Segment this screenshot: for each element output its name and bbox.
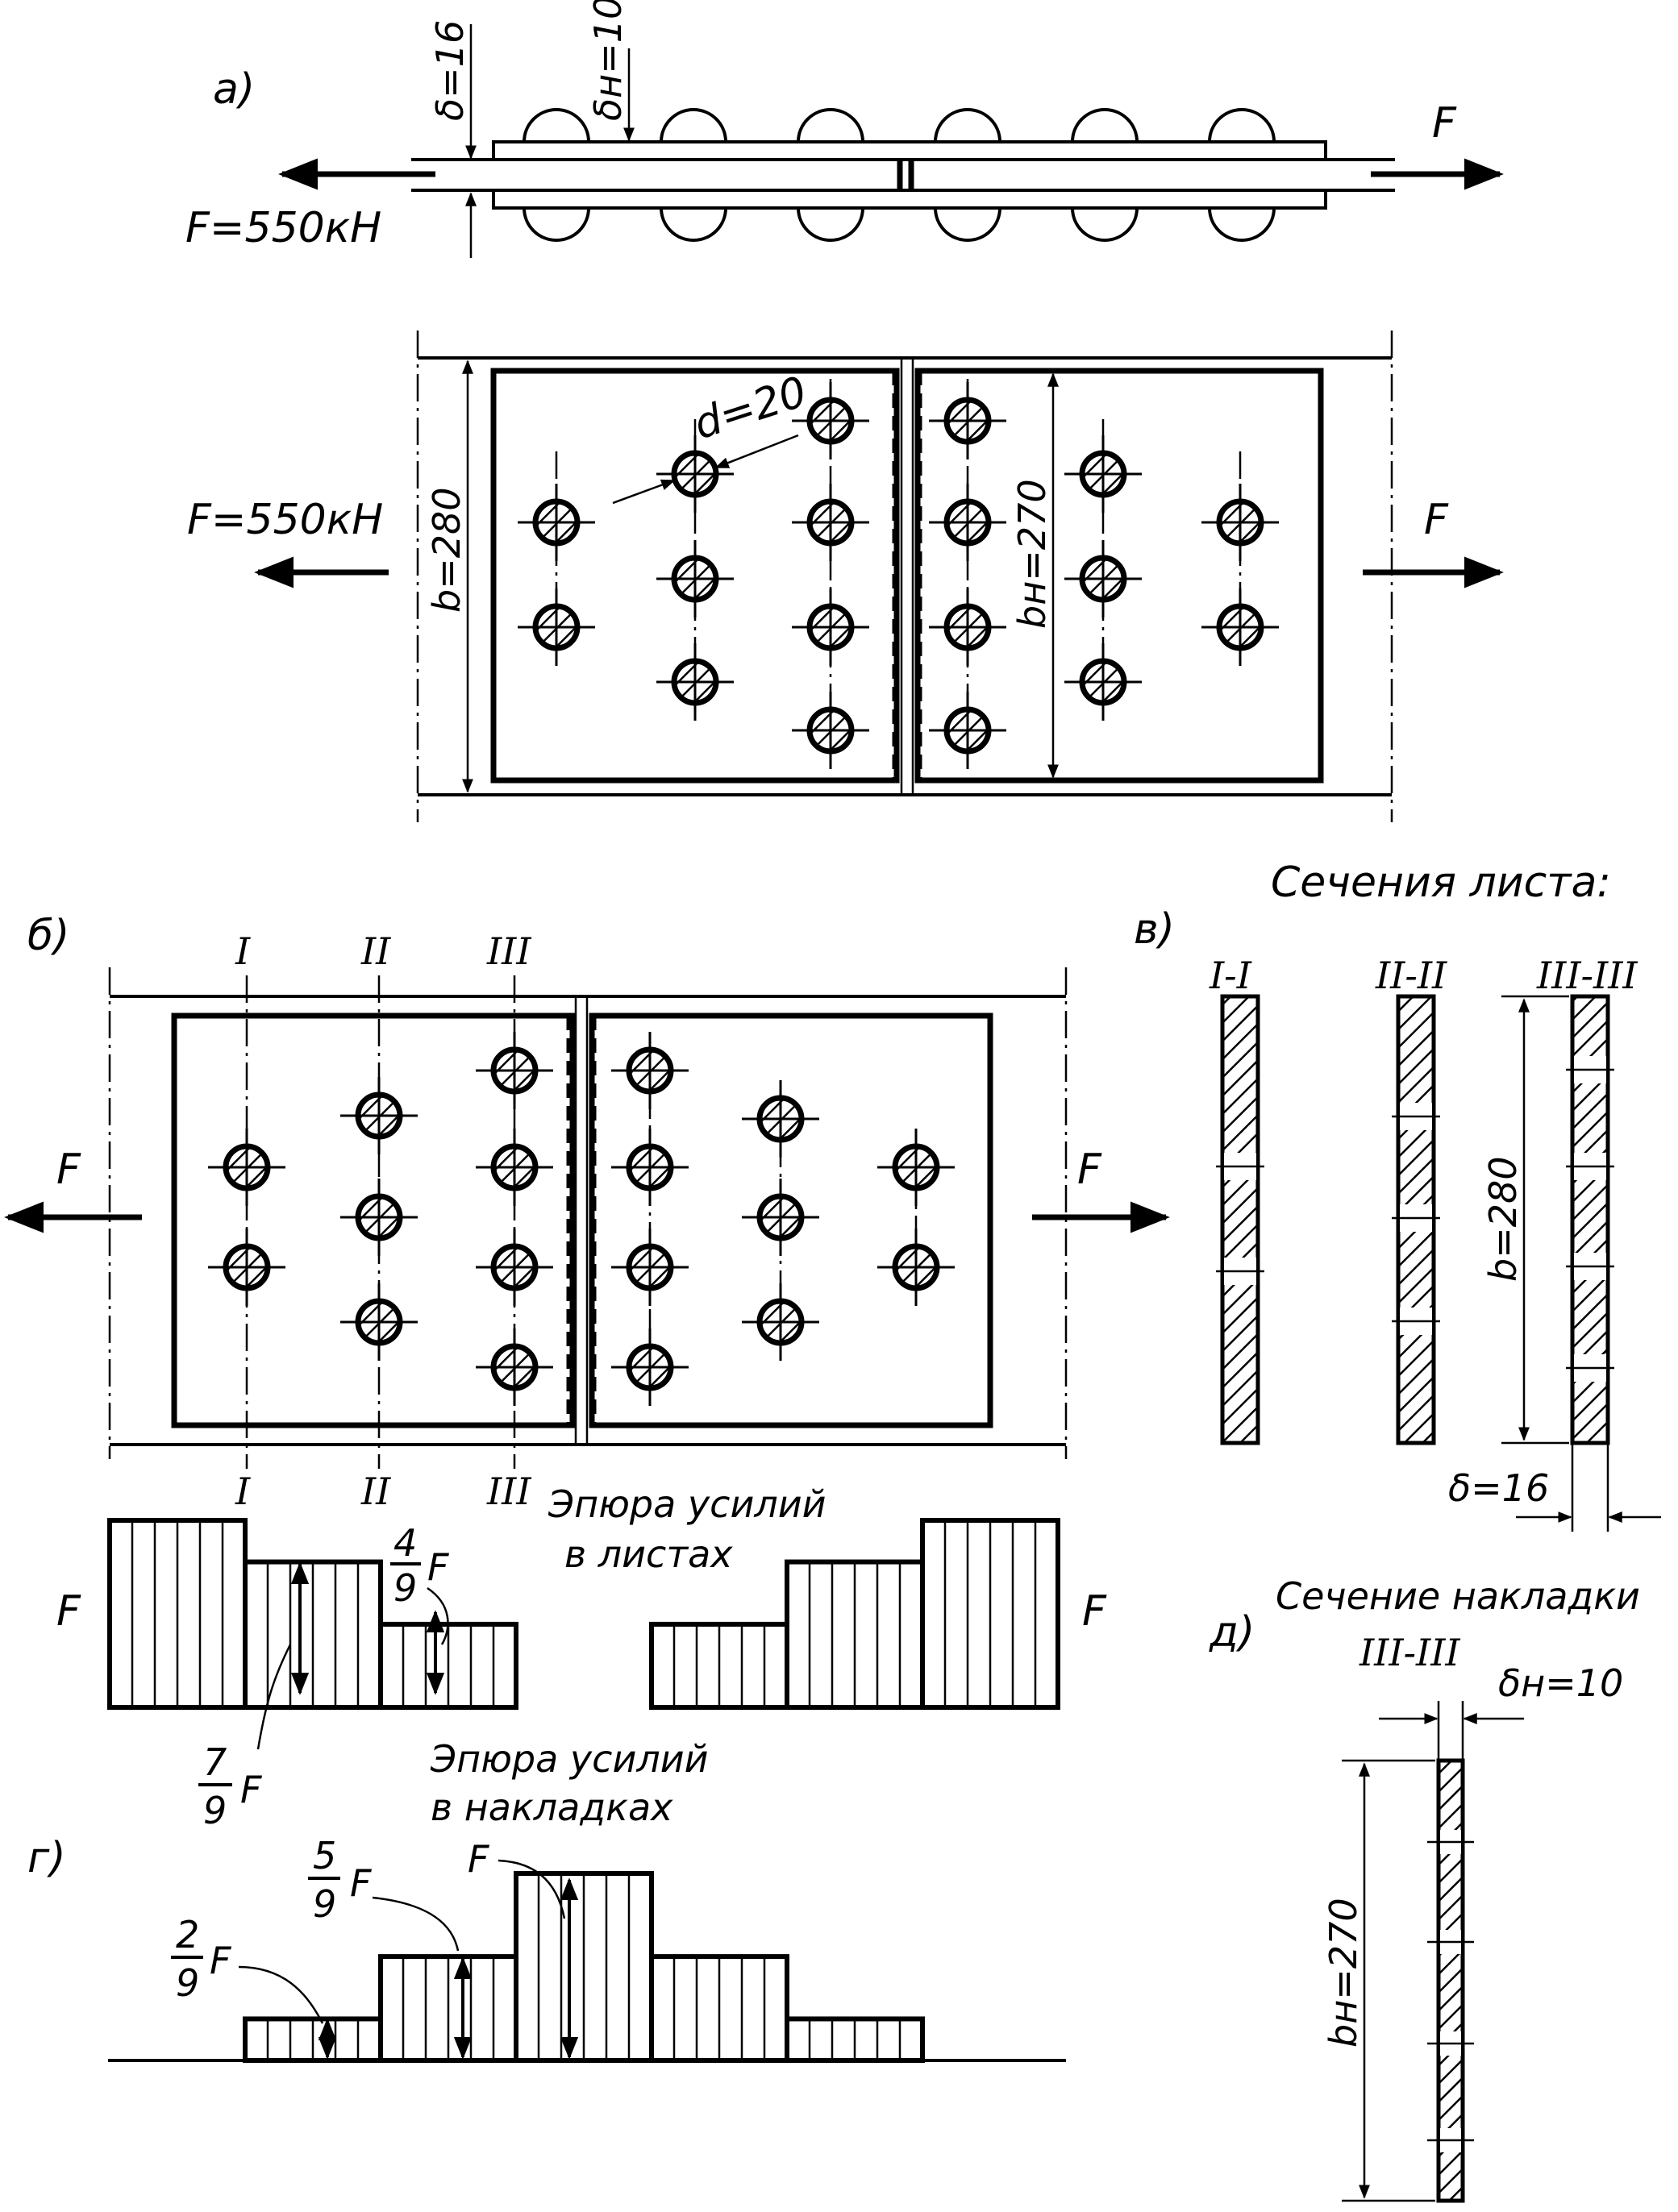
frac-5-num: 5 (313, 1834, 336, 1877)
straps-diagram-title-2: в накладках (431, 1786, 673, 1829)
force-label-b-left: F (56, 1146, 81, 1194)
cut-label-1-bottom: I (235, 1470, 251, 1513)
delta-h-label: δн=10 (586, 0, 630, 121)
strap-section: д) Сечение накладки III-III δн=10 bн=270 (1209, 1574, 1640, 2203)
label-part-d: д) (1209, 1608, 1255, 1657)
cut-label-3-bottom: III (486, 1470, 531, 1513)
rivets-b (208, 1032, 955, 1406)
cut-label-2-bottom: II (360, 1470, 391, 1513)
label-part-a: а) (213, 65, 255, 114)
section-1-1 (1216, 994, 1264, 1445)
sections-title: Сечения листа: (1271, 859, 1611, 907)
plate-sections: в) Сечения листа: I-I II-II III-III (1134, 859, 1661, 1532)
straps-diagram-title-1: Эпюра усилий (430, 1737, 709, 1781)
plates-force-diagram: Эпюра усилий в листах F F 4 9 F 7 9 F (56, 1482, 1107, 1832)
F-dash-label: F (468, 1837, 489, 1881)
frac-5-den: 9 (313, 1882, 336, 1926)
side-view: а) F=550кН F δ=16 δн=10 (185, 0, 1504, 258)
frac-2-num: 2 (176, 1913, 199, 1956)
frac-7-den: 9 (203, 1789, 227, 1832)
bh-width-label: bн=270 (1010, 479, 1054, 629)
section-2-label: II-II (1375, 954, 1447, 997)
delta-label: δ=16 (428, 20, 472, 121)
label-part-v: в) (1134, 905, 1175, 954)
frac-4-num: 4 (393, 1521, 417, 1565)
plan-view: d=20 b=280 bн=270 F=550кН F (187, 331, 1504, 822)
force-label-plan-right: F (1424, 496, 1449, 544)
top-strap (492, 140, 1327, 161)
plates-force-label-left: F (56, 1587, 81, 1636)
plates-bars (107, 1518, 1060, 1711)
frac-4-F: F (427, 1545, 449, 1589)
straps-force-diagram: г) Эпюра усилий в накладках 2 9 F 5 9 F … (27, 1737, 1066, 2064)
strap-delta-label: δн=10 (1498, 1661, 1623, 1705)
label-part-b: б) (27, 912, 69, 960)
b-width-label: b=280 (425, 487, 468, 613)
section-1-label: I-I (1209, 954, 1252, 997)
cut-label-2-top: II (360, 929, 391, 973)
frac-2-den: 9 (176, 1961, 199, 2005)
frac-4-den: 9 (393, 1566, 417, 1610)
force-label-side-right: F (1432, 99, 1457, 148)
plates-force-label-right: F (1082, 1587, 1107, 1636)
plates-diagram-title-1: Эпюра усилий (548, 1482, 827, 1526)
frac-7-F: F (240, 1768, 262, 1811)
cut-label-3-top: III (486, 929, 531, 973)
section-b-label: b=280 (1481, 1156, 1525, 1282)
force-label-plan: F=550кН (187, 496, 383, 544)
sections-plan: б) I II III I II III F (4, 912, 1170, 1513)
section-delta-label: δ=16 (1448, 1466, 1549, 1510)
frac-7-num: 7 (203, 1740, 227, 1784)
plates-diagram-title-2: в листах (564, 1532, 733, 1576)
cut-label-1-top: I (235, 929, 251, 973)
force-label-b-right: F (1077, 1146, 1102, 1194)
strap-section-title: Сечение накладки (1276, 1574, 1640, 1618)
frac-2-F: F (210, 1939, 231, 1982)
force-label-side: F=550кН (185, 204, 381, 252)
left-strap-b (171, 1012, 576, 1428)
section-3-3 (1566, 994, 1614, 1445)
strap-bh-label: bн=270 (1322, 1898, 1365, 2048)
section-3-label: III-III (1536, 954, 1638, 997)
rivet-heads-side (523, 108, 1276, 242)
straps-bars (243, 1871, 925, 2064)
label-part-g: г) (27, 1834, 66, 1882)
bottom-strap (492, 189, 1327, 210)
strap-section-name: III-III (1359, 1631, 1460, 1674)
frac-5-F: F (350, 1861, 372, 1905)
section-2-2 (1392, 994, 1440, 1445)
strap-section-body (1427, 1758, 1474, 2203)
